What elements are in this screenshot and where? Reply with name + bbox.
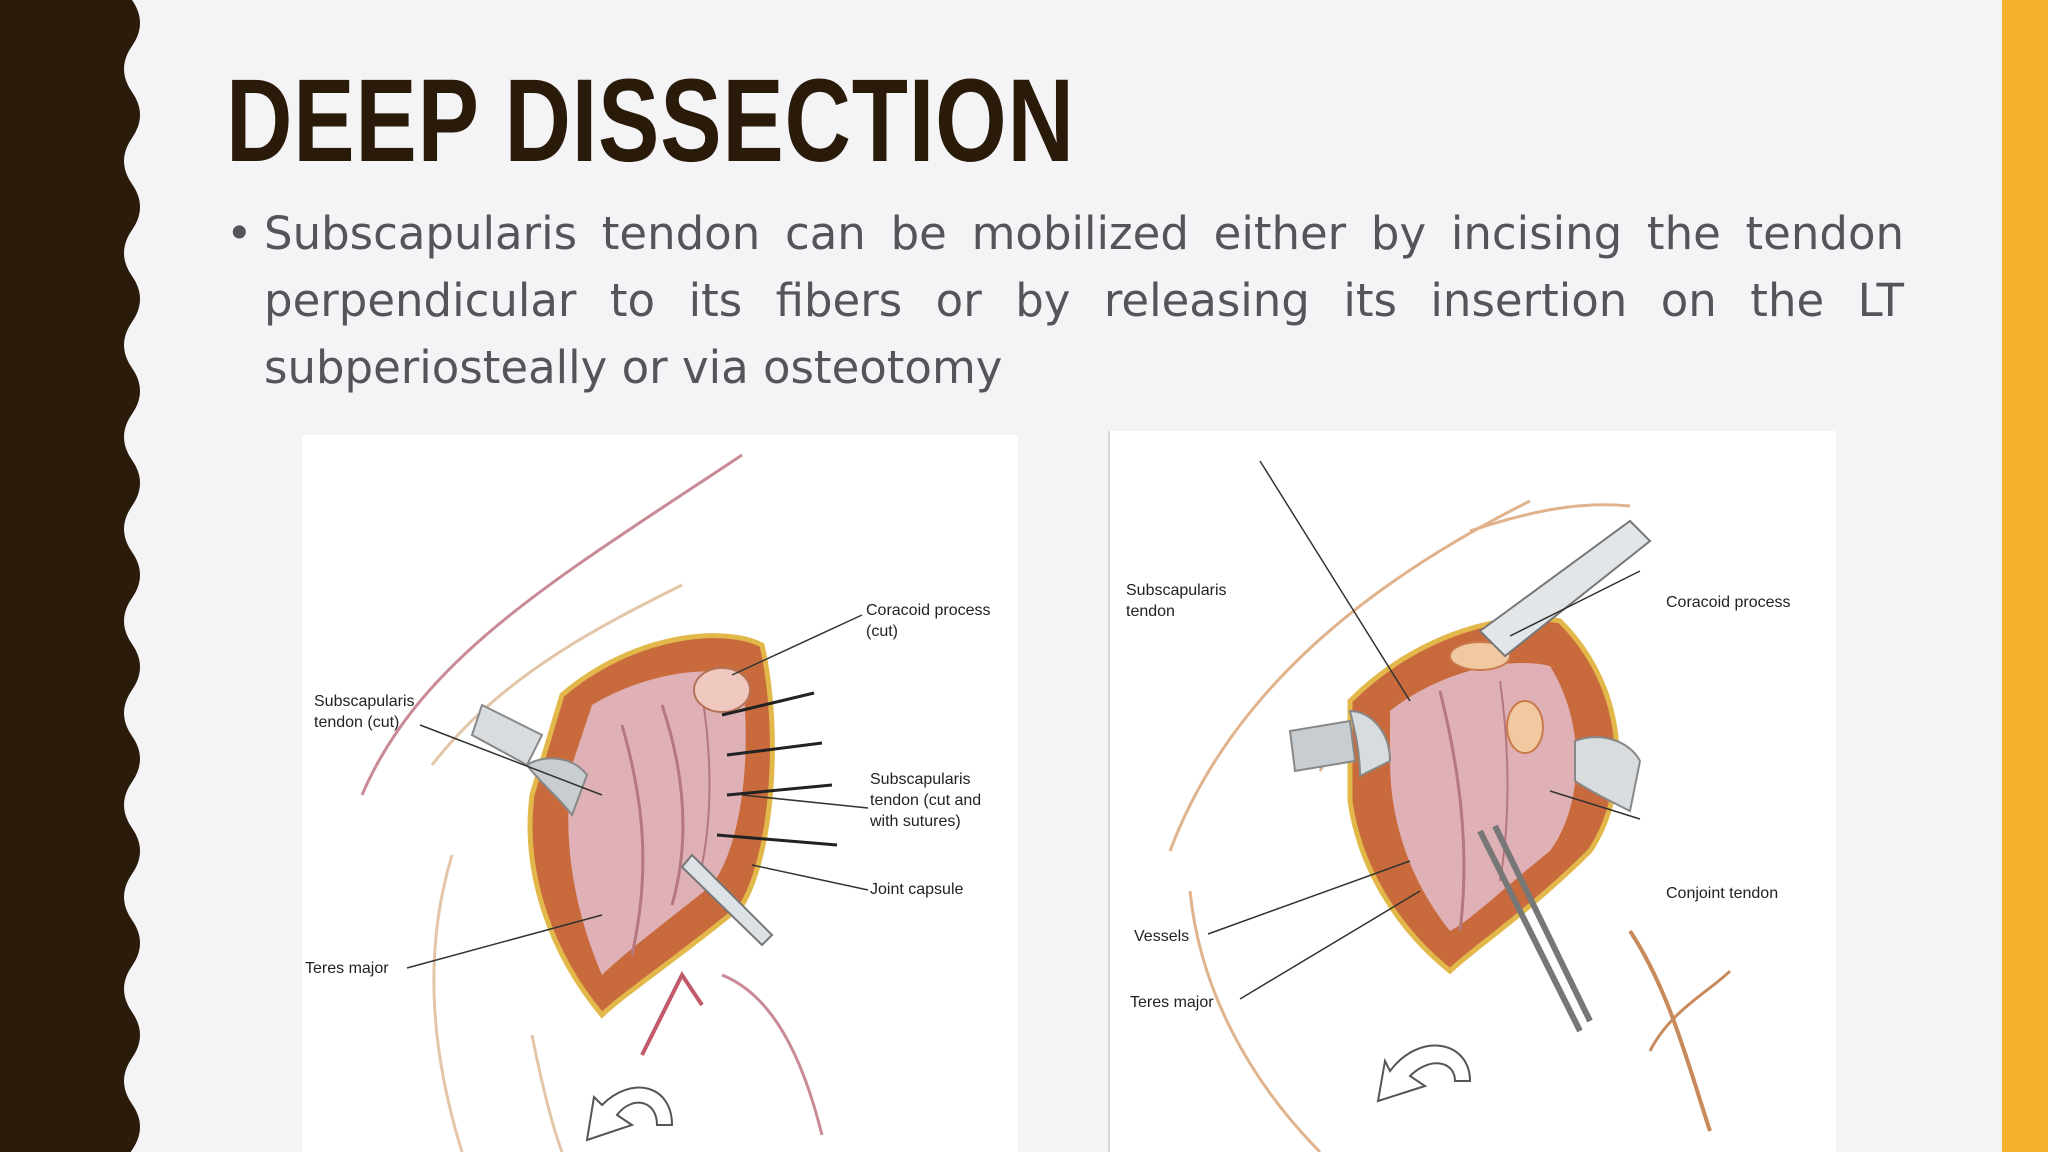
label-teres-major: Teres major [1130,994,1214,1011]
bullet-item: • Subscapularis tendon can be mobilized … [226,200,1904,401]
rotation-arrow-icon [585,1086,674,1142]
bullet-dot-icon: • [226,207,253,260]
label-subscapularis-tendon: Subscapularis tendon [1126,582,1231,620]
bullet-text: Subscapularis tendon can be mobilized ei… [264,207,1904,394]
retractor-left [1288,719,1357,773]
figure-right-illustration: Subscapularis tendon Coracoid process Co… [1126,460,1791,1152]
figure-left-illustration: Coracoid process (cut) Subscapularis ten… [305,453,995,1152]
figure-right-lt-osteotomy: Subscapularis tendon Coracoid process Co… [1108,431,1836,1152]
slide-title: DEEP DISSECTION [226,55,1075,187]
left-wavy-band [0,0,140,1152]
scissors [1477,824,1593,1033]
figure-left-subscapularis-cut: Coracoid process (cut) Subscapularis ten… [302,435,1018,1152]
retractor-right [1574,736,1642,813]
label-joint-capsule: Joint capsule [870,881,963,898]
scalpel [680,853,774,947]
rotation-arrow-icon [1376,1044,1472,1103]
label-coracoid-process: Coracoid process [1666,594,1791,611]
wave-shape [0,0,140,1152]
label-conjoint-tendon: Conjoint tendon [1666,885,1778,902]
retractor [470,703,544,767]
label-teres-major: Teres major [305,960,389,977]
bullet-list: • Subscapularis tendon can be mobilized … [226,200,1904,401]
label-subscapularis-tendon-cut: Subscapularis tendon (cut) [314,693,419,731]
osteotome [1478,519,1652,658]
label-vessels: Vessels [1134,928,1189,945]
label-subscapularis-tendon-sutures: Subscapularis tendon (cut and with sutur… [869,771,986,830]
label-coracoid-process-cut: Coracoid process (cut) [866,602,995,640]
right-accent-band [2002,0,2048,1152]
